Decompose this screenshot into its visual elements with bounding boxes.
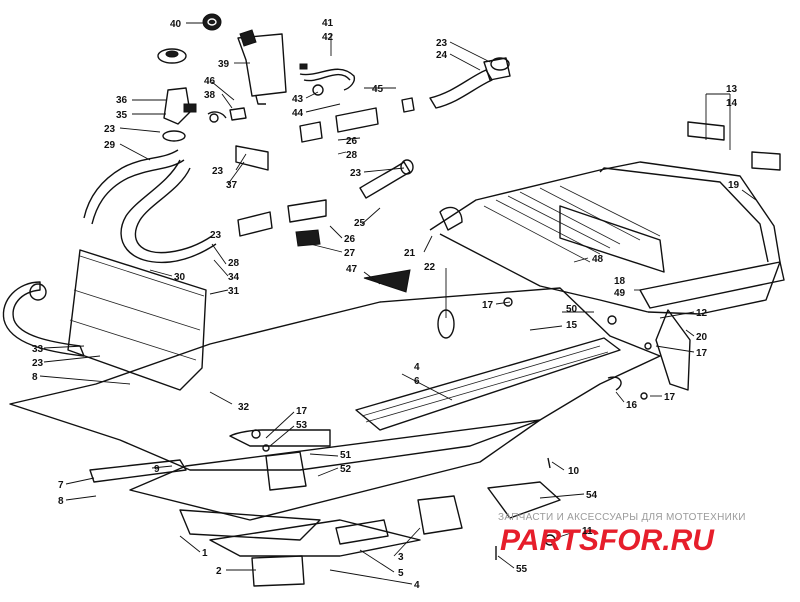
- callout-23-left-upper: 23: [104, 124, 116, 135]
- callout-52: 52: [340, 464, 352, 475]
- callout-41: 41: [322, 18, 334, 29]
- callout-17-lower-right: 17: [664, 392, 676, 403]
- callout-49: 49: [614, 288, 626, 299]
- callout-46: 46: [204, 76, 216, 87]
- callout-51: 51: [340, 450, 352, 461]
- callout-3: 3: [398, 552, 404, 563]
- callout-13: 13: [726, 84, 738, 95]
- watermark: ЗАПЧАСТИ И АКСЕССУАРЫ ДЛЯ МОТОТЕХНИКИ PA…: [498, 512, 746, 557]
- callout-42: 42: [322, 32, 334, 43]
- callout-36: 36: [116, 95, 128, 106]
- callout-31: 31: [228, 286, 240, 297]
- callout-17-right: 17: [696, 348, 708, 359]
- callout-6: 6: [414, 376, 420, 387]
- belly-pan-tunnel: [9, 287, 661, 557]
- callout-30: 30: [174, 272, 186, 283]
- callout-16: 16: [626, 400, 638, 411]
- callout-44: 44: [292, 108, 304, 119]
- callout-8-lower: 8: [58, 496, 64, 507]
- callout-35: 35: [116, 110, 128, 121]
- radiator-cap: [202, 13, 222, 31]
- callout-2: 2: [216, 566, 222, 577]
- callout-12: 12: [696, 308, 708, 319]
- callout-labels: 40 41 42 39 36 46 38 43 44 45 35 23 24 2…: [32, 18, 740, 591]
- callout-40: 40: [170, 19, 182, 30]
- callout-19: 19: [728, 180, 740, 191]
- callout-32: 32: [238, 402, 250, 413]
- filler-neck: [157, 48, 197, 142]
- callout-10: 10: [568, 466, 580, 477]
- callout-47: 47: [346, 264, 358, 275]
- lower-hose-long: [83, 149, 217, 264]
- overflow-hose: [299, 63, 356, 96]
- callout-33: 33: [32, 344, 44, 355]
- mid-hose: [359, 159, 414, 199]
- callout-23-lower-left: 23: [32, 358, 44, 369]
- hose-tubes: [235, 107, 379, 247]
- callout-34: 34: [228, 272, 240, 283]
- callout-27: 27: [344, 248, 356, 259]
- callout-21: 21: [404, 248, 416, 259]
- callout-18: 18: [614, 276, 626, 287]
- callout-23-mid-right: 23: [350, 168, 362, 179]
- callout-17-center: 17: [482, 300, 494, 311]
- callout-37: 37: [226, 180, 238, 191]
- callout-29: 29: [104, 140, 116, 151]
- callout-8-upper: 8: [32, 372, 38, 383]
- callout-23-lower-mid: 23: [210, 230, 222, 241]
- callout-23-mid: 23: [212, 166, 224, 177]
- callout-5: 5: [398, 568, 404, 579]
- callout-17-mid: 17: [296, 406, 308, 417]
- callout-11: 11: [582, 526, 593, 537]
- callout-48: 48: [592, 254, 604, 265]
- callout-39: 39: [218, 59, 230, 70]
- callout-9: 9: [154, 464, 160, 475]
- callout-14: 14: [726, 98, 738, 109]
- callout-15: 15: [566, 320, 578, 331]
- callout-45: 45: [372, 84, 384, 95]
- watermark-tagline: ЗАПЧАСТИ И АКСЕССУАРЫ ДЛЯ МОТОТЕХНИКИ: [498, 512, 746, 523]
- upper-hose-right: [401, 57, 511, 113]
- callout-43: 43: [292, 94, 304, 105]
- callout-26-upper: 26: [346, 136, 358, 147]
- callout-20: 20: [696, 332, 708, 343]
- coolant-reservoir: [237, 29, 287, 105]
- leader-lines: [39, 22, 757, 585]
- callout-4-lower: 4: [414, 580, 420, 591]
- callout-7: 7: [58, 480, 64, 491]
- seat-frame-structure: [429, 161, 785, 391]
- footrest-brackets: [89, 429, 561, 587]
- callout-1: 1: [202, 548, 208, 559]
- hose-fittings: [207, 107, 247, 123]
- callout-25: 25: [354, 218, 366, 229]
- callout-24: 24: [436, 50, 448, 61]
- callout-53: 53: [296, 420, 308, 431]
- watermark-brand: PARTSFOR.RU: [500, 524, 715, 557]
- callout-26-lower: 26: [344, 234, 356, 245]
- callout-4-upper: 4: [414, 362, 420, 373]
- callout-22: 22: [424, 262, 436, 273]
- callout-54: 54: [586, 490, 598, 501]
- callout-23-top: 23: [436, 38, 448, 49]
- callout-38: 38: [204, 90, 216, 101]
- heat-exchanger-panel: [67, 249, 207, 391]
- callout-28-upper: 28: [346, 150, 358, 161]
- callout-28-lower: 28: [228, 258, 240, 269]
- callout-55: 55: [516, 564, 528, 575]
- rear-decals: [687, 121, 781, 171]
- callout-50: 50: [566, 304, 578, 315]
